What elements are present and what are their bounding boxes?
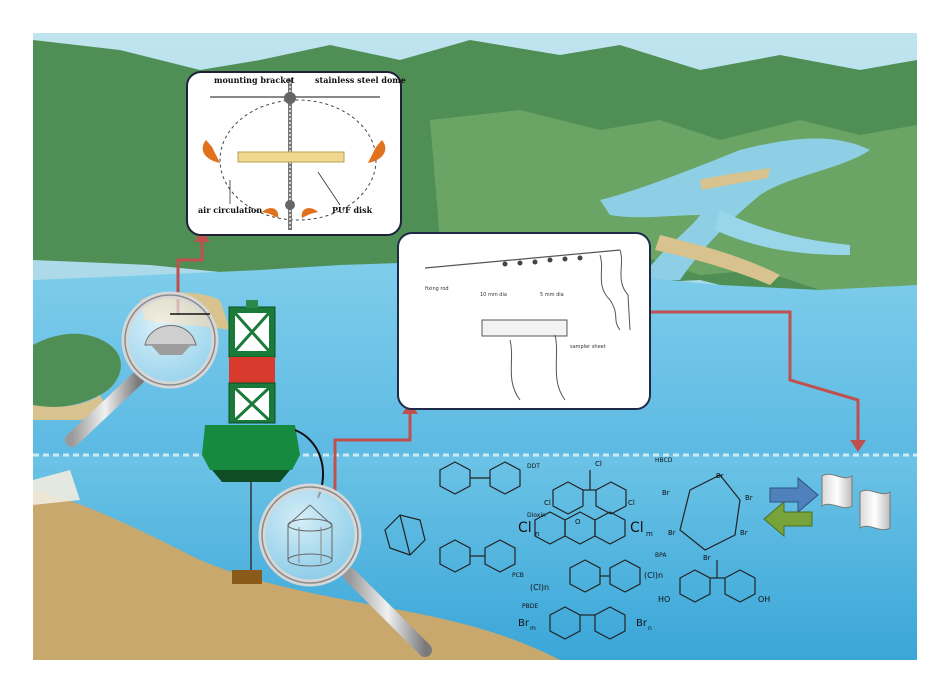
water-connector	[333, 412, 412, 495]
label-hbcd-br-4: Br	[662, 489, 670, 497]
label-ho: HO	[658, 595, 670, 604]
label-dioxin-o: O	[575, 518, 581, 526]
svg-text:10 mm dia: 10 mm dia	[480, 292, 507, 298]
inset-passive-water-sampler: fixing rod 10 mm dia 5 mm dia sampler sh…	[397, 232, 651, 410]
label-air-circulation: air circulation	[198, 205, 262, 215]
label-dioxin-sub-m: m	[646, 530, 653, 538]
label-dioxin: Dioxin	[527, 512, 546, 519]
label-hbcd-br-2: Br	[745, 494, 753, 502]
label-ddt-cl-top: Cl	[595, 460, 602, 468]
label-pbde-br-right: Br	[636, 618, 648, 629]
svg-text:5 mm dia: 5 mm dia	[540, 292, 564, 298]
label-hbcd-br-6: Br	[703, 554, 711, 562]
navigation-buoy	[202, 300, 325, 584]
label-pcb-cl: (Cl)n	[530, 583, 549, 592]
label-oh: OH	[758, 595, 770, 604]
label-ddt-cl-right: Cl	[628, 499, 635, 507]
label-hbcd-br-1: Br	[716, 472, 724, 480]
label-dioxin-sub-n: n	[535, 530, 539, 538]
label-dioxin-cl-right: Cl	[630, 520, 644, 536]
label-pbde-br-left: Br	[518, 618, 530, 629]
exchange-arrows-icon	[763, 476, 819, 538]
svg-text:sampler sheet: sampler sheet	[570, 344, 606, 350]
label-hbcd: HBCD	[655, 457, 673, 464]
label-ddt: DDT	[527, 463, 540, 470]
label-pbde: PBDE	[522, 603, 538, 610]
polyethylene-sheet-icon	[821, 473, 891, 531]
svg-text:fixing rod: fixing rod	[425, 286, 449, 292]
transfer-connector	[650, 310, 860, 440]
label-pcb: PCB	[512, 572, 524, 579]
label-bpa-cl: (Cl)n	[644, 571, 663, 580]
magnifier-water-icon	[258, 483, 432, 657]
chemical-structures	[384, 461, 756, 640]
label-dioxin-cl-left: Cl	[518, 520, 532, 536]
chemical-labels: DDT Dioxin HBCD PCB BPA PBDE Cl n Cl m (…	[512, 457, 770, 632]
label-puf-disk: PUF disk	[332, 205, 373, 215]
inset-passive-air-sampler: mounting bracket stainless steel dome ai…	[186, 71, 406, 236]
magnifier-air-icon	[65, 291, 219, 447]
label-stainless-steel-dome: stainless steel dome	[315, 75, 406, 85]
flow-connectors	[176, 240, 860, 495]
label-pbde-sub-n: n	[648, 625, 652, 632]
label-ddt-cl-left: Cl	[544, 499, 551, 507]
label-bpa: BPA	[655, 552, 667, 559]
label-mounting-bracket: mounting bracket	[214, 75, 295, 85]
label-hbcd-br-3: Br	[740, 529, 748, 537]
air-connector	[176, 240, 204, 315]
label-hbcd-br-5: Br	[668, 529, 676, 537]
label-pbde-sub-m: m	[530, 625, 536, 632]
